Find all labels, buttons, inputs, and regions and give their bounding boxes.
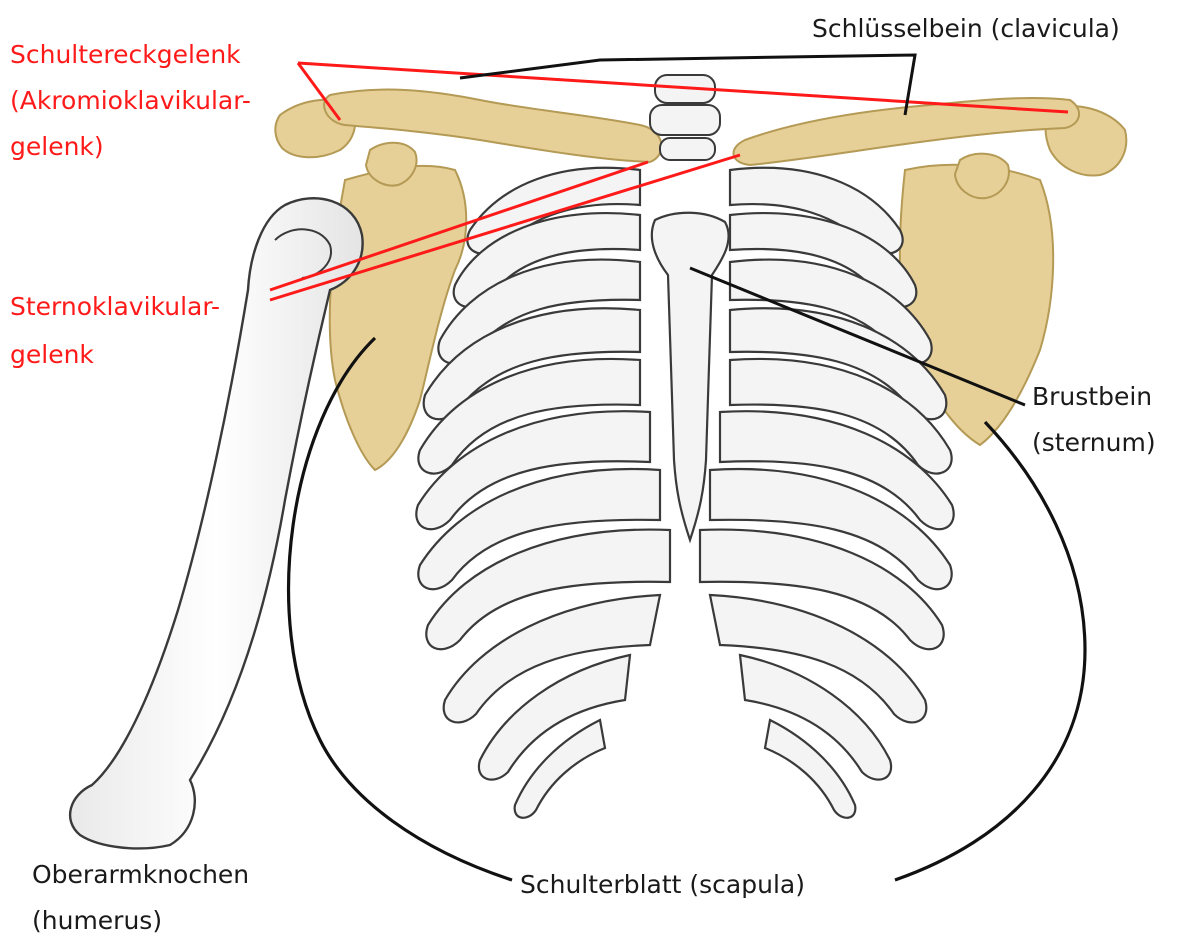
label-clavicle: Schlüsselbein (clavicula): [812, 10, 1120, 48]
label-sternum-line1: Brustbein: [1032, 378, 1152, 416]
label-humerus-line1: Oberarmknochen: [32, 856, 249, 894]
label-ac-joint-line3: gelenk): [10, 128, 104, 166]
label-scapula: Schulterblatt (scapula): [520, 866, 805, 904]
label-sc-joint-line2: gelenk: [10, 336, 94, 374]
label-humerus-line2: (humerus): [32, 902, 162, 940]
label-sc-joint-line1: Sternoklavikular-: [10, 288, 220, 326]
label-sternum-line2: (sternum): [1032, 424, 1156, 462]
label-ac-joint-line1: Schultereckgelenk: [10, 36, 241, 74]
label-ac-joint-line2: (Akromioklavikular-: [10, 82, 251, 120]
